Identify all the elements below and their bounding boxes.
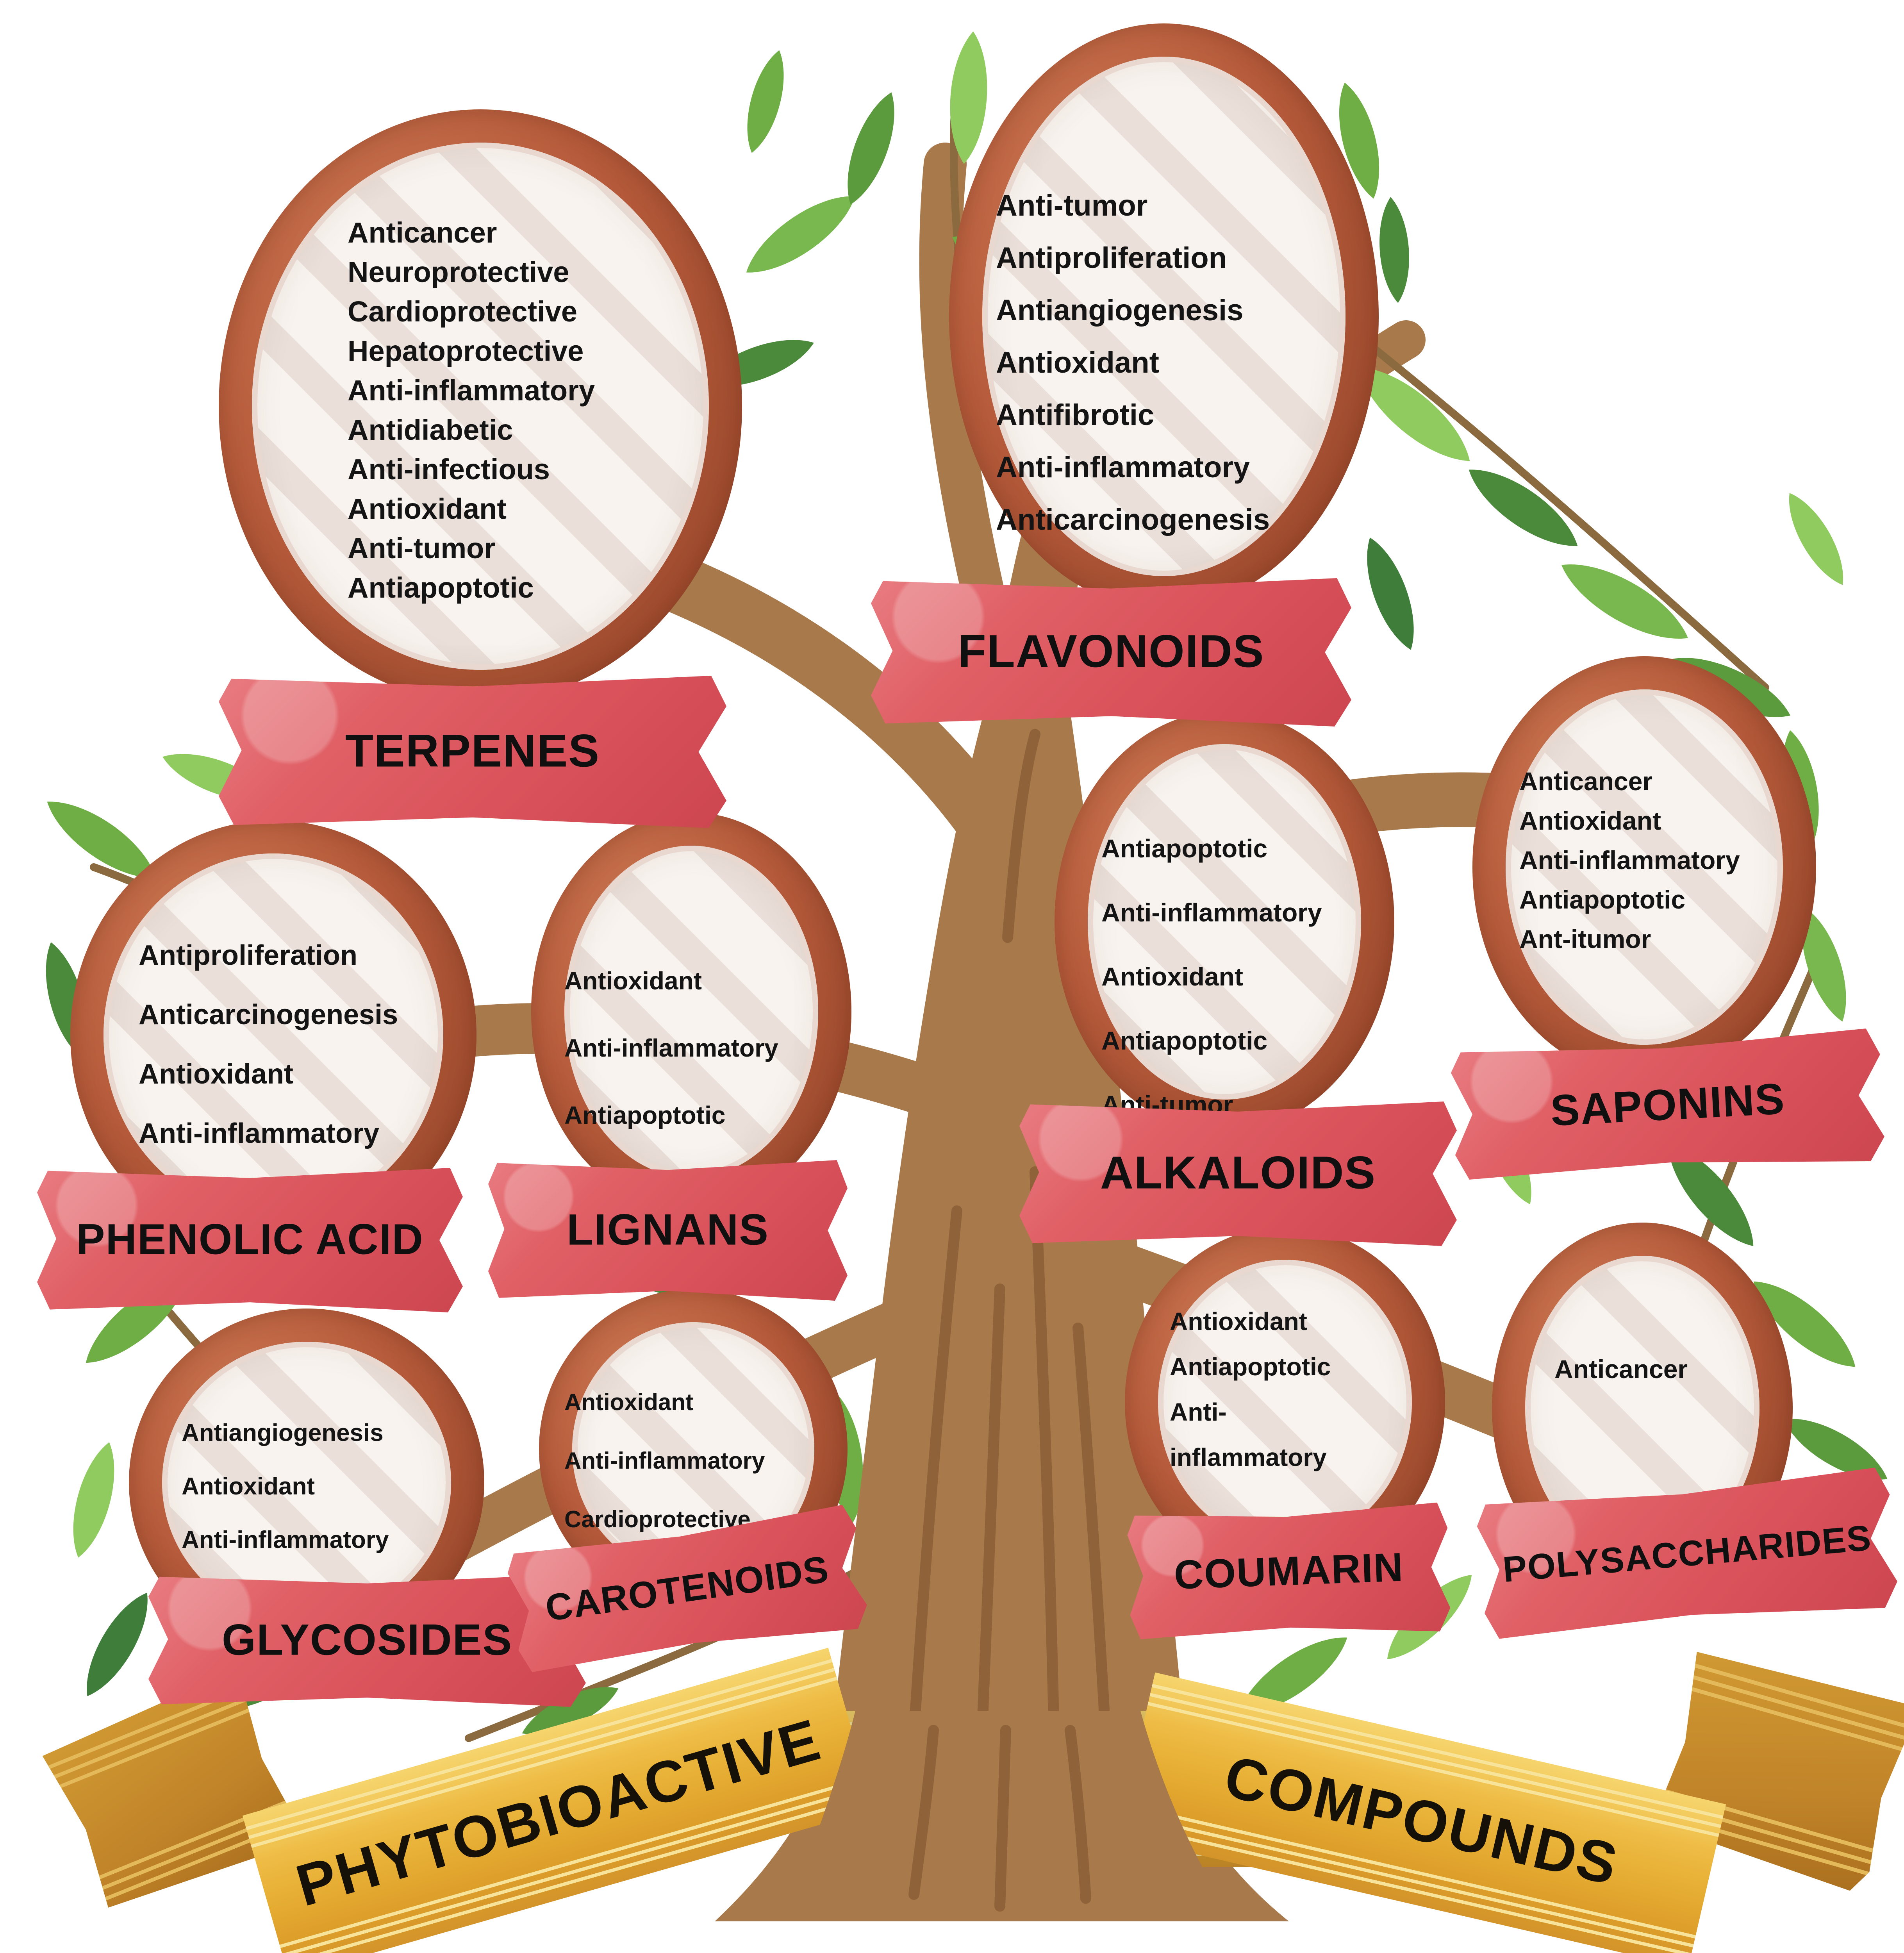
ribbon-glycosides: GLYCOSIDES [148,1574,586,1707]
ribbon-flavonoids-label: FLAVONOIDS [958,625,1265,677]
property-item: Anticancer [1519,767,1653,796]
property-item: Anti-tumor [996,189,1148,222]
ribbon-phenolic-acid: PHENOLIC ACID [37,1168,463,1312]
property-item: Antioxidant [1519,806,1661,835]
property-item: Cardioprotective [348,295,578,328]
medallion-coumarin-face [1158,1260,1412,1545]
property-item: Antidiabetic [348,414,513,446]
property-item: Antioxidant [139,1059,293,1090]
medallion-flavonoids-face [982,57,1345,576]
property-item: Antioxidant [182,1473,315,1500]
property-item: Cardioprotective [564,1506,751,1532]
property-item: Antiangiogenesis [996,294,1244,327]
property-item: Anti-inflammatory [1170,1398,1327,1471]
property-item: Antiapoptotic [564,1101,726,1129]
property-item: Anti-inflammatory [348,374,595,407]
property-item: Anti-inflammatory [1101,898,1322,927]
polysaccharides-properties: Anticancer [1554,1350,1758,1389]
property-item: Anti-inflammatory [564,1034,778,1062]
ribbon-polysaccharides-label: POLYSACCHARIDES [1501,1517,1873,1590]
property-item: Antioxidant [996,346,1159,379]
property-item: Antiapoptotic [1519,885,1686,914]
ribbon-carotenoids-label: CAROTENOIDS [543,1548,832,1630]
ribbon-alkaloids: ALKALOIDS [1019,1101,1457,1246]
property-item: Antiapoptotic [1101,834,1268,863]
ribbon-terpenes-label: TERPENES [345,725,600,777]
property-item: Antiapoptotic [1170,1353,1331,1381]
medallion-saponins-face [1506,689,1783,1045]
property-item: Antiproliferation [996,241,1227,275]
medallion-lignans-face [564,846,818,1178]
property-item: Hepatoprotective [348,335,584,367]
ribbon-saponins-label: SAPONINS [1549,1074,1786,1135]
ribbon-lignans-label: LIGNANS [567,1205,769,1254]
property-item: Anticancer [1554,1355,1688,1384]
property-item: Anti-inflammatory [996,451,1250,484]
property-item: Ant-itumor [1519,925,1651,953]
property-item: Antioxidant [564,967,702,995]
ribbon-alkaloids-label: ALKALOIDS [1100,1147,1376,1199]
ribbon-coumarin-label: COUMARIN [1173,1544,1404,1598]
property-item: Neuroprotective [348,256,569,288]
property-item: Antioxidant [564,1389,693,1415]
property-item: Anti-inflammatory [139,1118,380,1149]
property-item: Antiproliferation [139,940,357,971]
property-item: Anticarcinogenesis [996,503,1270,536]
property-item: Anti-tumor [348,532,496,564]
property-item: Antioxidant [1101,962,1243,991]
medallion-phenolic-acid-face [103,853,443,1217]
ribbon-flavonoids: FLAVONOIDS [871,578,1351,727]
medallion-alkaloids-face [1088,744,1361,1100]
property-item: Antioxidant [348,493,507,525]
property-item: Anti-infectious [348,453,550,486]
property-item: Antioxidant [1170,1307,1307,1335]
property-item: Antiapoptotic [348,571,534,604]
property-item: Anticancer [348,216,497,249]
ribbon-phenolic-acid-label: PHENOLIC ACID [76,1215,424,1263]
property-item: Anti-inflammatory [564,1448,765,1474]
property-item: Anticarcinogenesis [139,999,398,1030]
property-item: Anti-inflammatory [1519,846,1740,875]
property-item: Antiapoptotic [1101,1026,1268,1055]
medallion-terpenes-face [252,143,709,670]
property-item: Anti-inflammatory [182,1526,389,1553]
ribbon-terpenes: TERPENES [219,676,726,828]
property-item: Antiangiogenesis [182,1419,384,1446]
ribbon-lignans: LIGNANS [488,1160,848,1301]
ribbon-coumarin: COUMARIN [1126,1502,1451,1642]
ribbon-glycosides-label: GLYCOSIDES [221,1615,513,1664]
medallion-glycosides-face [162,1342,451,1623]
property-item: Antifibrotic [996,398,1155,432]
